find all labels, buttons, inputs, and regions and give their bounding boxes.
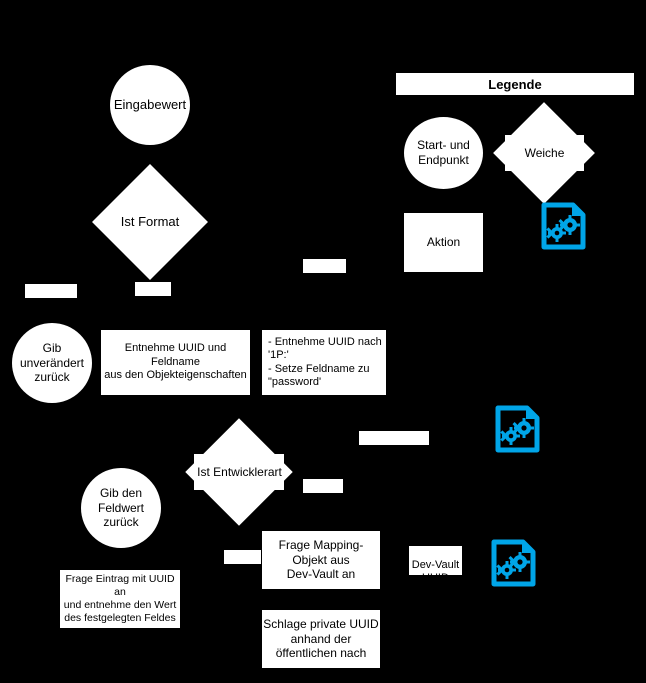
- node-label: Gib den Feldwert zurück: [97, 486, 144, 530]
- node-action-frage-eintrag[interactable]: Frage Eintrag mit UUID an und entnehme d…: [60, 570, 180, 628]
- edge-label-text: Dev-Vault UUID: [411, 559, 460, 585]
- node-action-frage-mapping-objekt[interactable]: Frage Mapping- Objekt aus Dev-Vault an: [262, 531, 380, 589]
- document-gears-icon[interactable]: [494, 404, 541, 454]
- node-label: Gib unverändert zurück: [19, 341, 85, 385]
- edge-label-1password: 1P:<...>: [303, 259, 346, 284]
- legend-item-label: Start- und Endpunkt: [417, 138, 470, 167]
- node-label: Eingabewert: [113, 97, 187, 113]
- edge-label-anderes: Anderes: [25, 284, 77, 309]
- legend-item-label: Aktion: [426, 235, 461, 250]
- node-action-schlage-private-uuid[interactable]: Schlage private UUID anhand der öffentli…: [262, 610, 380, 668]
- edge-label-entwicklerart: Entwicklerart: [359, 431, 429, 456]
- node-label: Schlage private UUID anhand der öffentli…: [263, 617, 379, 661]
- legend-item-weiche: Weiche: [493, 102, 595, 204]
- edge-label-text: 1P:<...>: [305, 272, 344, 285]
- node-label: - Entnehme UUID nach '1P:' - Setze Feldn…: [268, 335, 382, 388]
- legend-title-text: Legende: [488, 76, 542, 92]
- legend-item-document-gears-icon: [540, 201, 587, 251]
- diamond-shape-wide: [505, 135, 584, 171]
- node-end-gib-feldwert-zurueck[interactable]: Gib den Feldwert zurück: [81, 468, 161, 548]
- node-decision-ist-entwicklerart[interactable]: Ist Entwicklerart: [185, 418, 293, 526]
- edge-label-dev-vault-uuid: Dev-Vault UUID: [409, 546, 462, 584]
- node-start-eingabewert[interactable]: Eingabewert: [110, 65, 190, 145]
- node-label: Entnehme UUID und Feldname aus den Objek…: [104, 342, 247, 382]
- edge-label-text: extern: [307, 492, 339, 505]
- legend-title-bar: Legende: [396, 73, 634, 95]
- edge-label-objekt: Objekt: [135, 282, 171, 307]
- legend-item-label: Weiche: [524, 145, 565, 160]
- document-gears-icon[interactable]: [490, 538, 537, 588]
- legend-item-aktion: Aktion: [404, 213, 483, 272]
- legend-item-start-endpunkt: Start- und Endpunkt: [404, 117, 483, 189]
- node-label: Frage Mapping- Objekt aus Dev-Vault an: [278, 538, 364, 582]
- edge-label-text: Anderes: [30, 297, 72, 310]
- node-end-gib-unveraendert-zurueck[interactable]: Gib unverändert zurück: [12, 323, 92, 403]
- edge-label-intern: intern: [224, 550, 261, 575]
- edge-label-text: Objekt: [137, 295, 169, 308]
- edge-label-extern: extern: [303, 479, 343, 504]
- node-action-entnehme-uuid-feldname[interactable]: Entnehme UUID und Feldname aus den Objek…: [101, 330, 250, 395]
- node-label: Ist Entwicklerart: [197, 464, 282, 479]
- node-label: Ist Format: [120, 214, 180, 230]
- edge-label-text: Entwicklerart: [362, 444, 426, 457]
- node-decision-ist-format[interactable]: Ist Format: [92, 164, 208, 280]
- node-label: Frage Eintrag mit UUID an und entnehme d…: [63, 573, 177, 624]
- edge-label-text: intern: [228, 563, 257, 576]
- node-action-entnehme-uuid-1p[interactable]: - Entnehme UUID nach '1P:' - Setze Feldn…: [262, 330, 386, 395]
- diamond-shape-wide: [194, 454, 284, 490]
